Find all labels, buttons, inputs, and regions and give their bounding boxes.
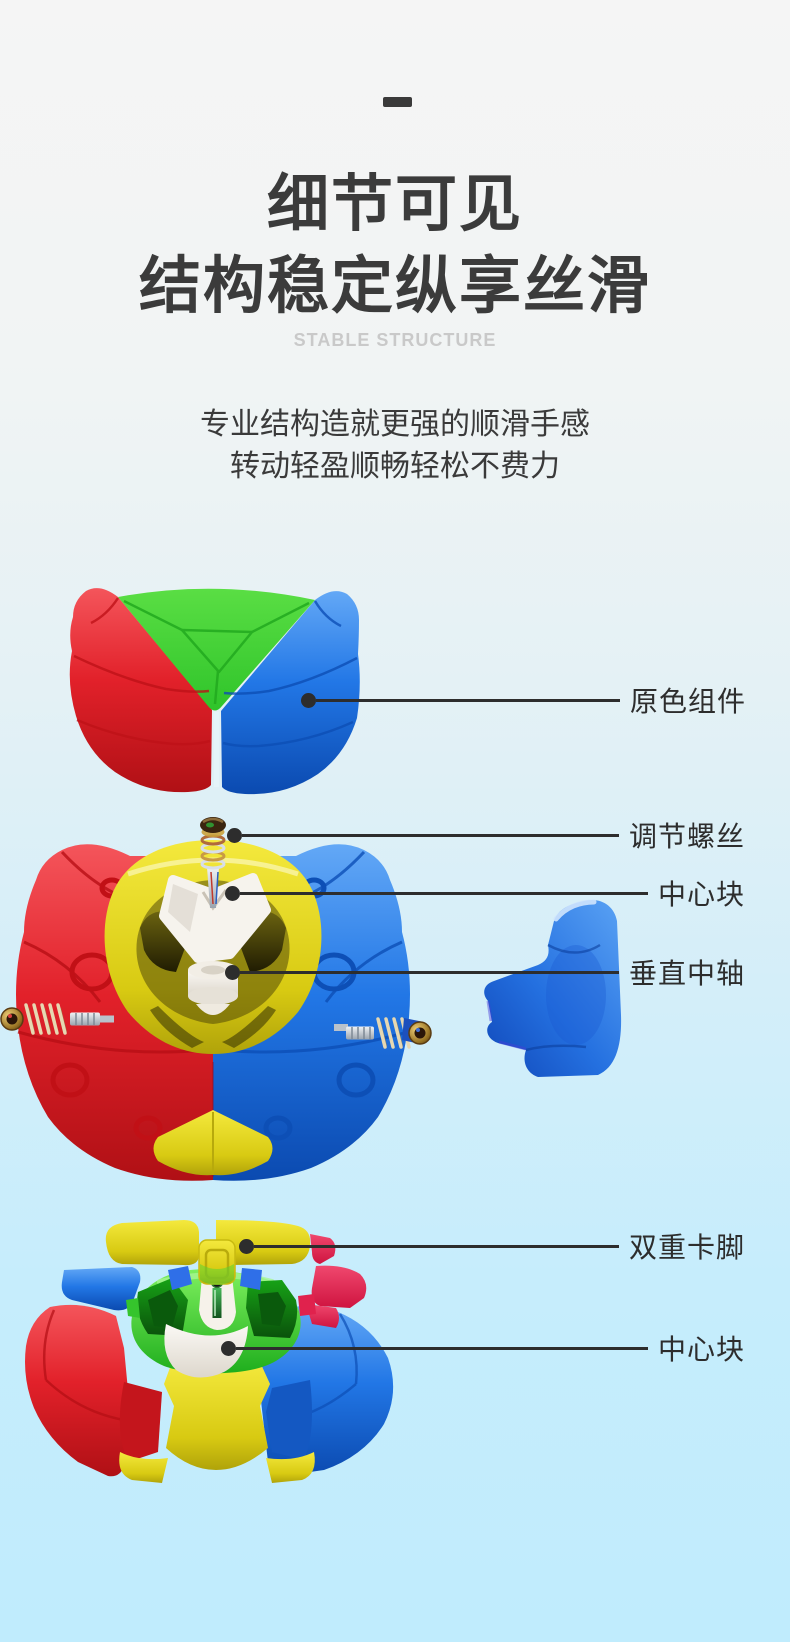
callout-label: 中心块 [657,879,745,910]
vertical-axis-graphic [484,899,622,1077]
side-spring-screw-right [334,1017,432,1049]
callout-line [236,1346,648,1350]
green-face [118,588,315,711]
shadow-wedge-left [150,1006,204,1048]
vertical-axis-top-graphic [188,961,238,1015]
figure-assembled-puzzle [69,588,360,795]
callout-line [242,833,619,837]
callout-dot [225,885,240,901]
title-line-1: 细节可见 [266,170,523,239]
callout-double-feet: 双重卡脚 [239,1229,745,1263]
callout-line [240,970,619,974]
description-line-1: 专业结构造就更强的顺滑手感 [200,408,590,441]
callout-dot [225,964,240,980]
callout-label: 中心块 [657,1334,745,1365]
yellow-foot-left [119,1452,168,1483]
left-red-wing [25,1304,130,1477]
axis-seams [525,943,601,1052]
upper-right-crimson-piece [311,1265,367,1308]
blue-tab-right [240,1268,262,1290]
side-spring-screw-left [0,1003,114,1035]
crimson-tab-right [298,1294,316,1316]
subtitle-en: STABLE STRUCTURE [293,330,497,350]
axis-top-highlight [553,899,597,922]
green-hole-right-inner [258,1292,286,1326]
callout-primary-components: 原色组件 [301,683,746,717]
blue-shell-seams [222,600,358,748]
callout-dot [301,692,316,708]
red-shell [69,588,212,793]
yellow-petal-right [216,1220,311,1265]
title-line-2: 结构稳定纵享丝滑 [138,252,651,321]
description-line-2: 转动轻盈顺畅轻松不费力 [230,450,560,483]
bottom-right-blue-wedge [266,1380,312,1460]
callout-dot [239,1238,254,1254]
blue-shell [221,591,360,795]
upper-left-blue-piece [61,1267,141,1311]
bottom-yellow-column [164,1362,270,1470]
figure-vertical-axis-piece [484,899,622,1077]
center-block-bottom-graphic [164,1324,248,1378]
green-hole-left-inner [148,1290,178,1328]
page-title: 细节可见 结构稳定纵享丝滑 [0,164,790,328]
yellow-petal-left [105,1220,199,1266]
callout-line [240,891,648,895]
bottom-left-red-wedge [119,1382,162,1462]
red-sliver-right [310,1234,336,1264]
double-feet-clip-graphic [198,1239,236,1285]
description: 专业结构造就更强的顺滑手感 转动轻盈顺畅轻松不费力 [0,404,790,488]
callout-dot [221,1340,236,1356]
green-face-seams [123,599,310,705]
callout-label: 双重卡脚 [628,1232,745,1263]
callout-label: 原色组件 [629,686,746,717]
figure-exploded-core [0,817,432,1181]
title-dash [383,97,412,107]
yellow-foot-right [266,1452,315,1483]
callout-line [254,1244,619,1248]
callout-center-block-bottom: 中心块 [221,1331,745,1365]
red-shell-seams [73,597,211,746]
axis-purple-rim [486,1000,527,1051]
axis-core-shade [546,945,606,1045]
callout-dot [227,827,242,843]
callout-label: 垂直中轴 [628,958,745,989]
callout-line [316,698,620,702]
callout-center-block-top: 中心块 [225,876,745,910]
blue-tab-left [168,1266,192,1290]
adjust-screw-graphic [200,817,226,908]
center-block-graphic [159,873,271,963]
bottom-yellow-wedge [153,1110,273,1176]
left-red-wing-seams [42,1309,125,1422]
shadow-wedge-right [222,1006,276,1048]
callout-vertical-axis: 垂直中轴 [225,955,745,989]
green-tab-left [126,1298,140,1318]
callout-label: 调节螺丝 [628,821,745,852]
callout-adjust-screw: 调节螺丝 [227,818,745,852]
